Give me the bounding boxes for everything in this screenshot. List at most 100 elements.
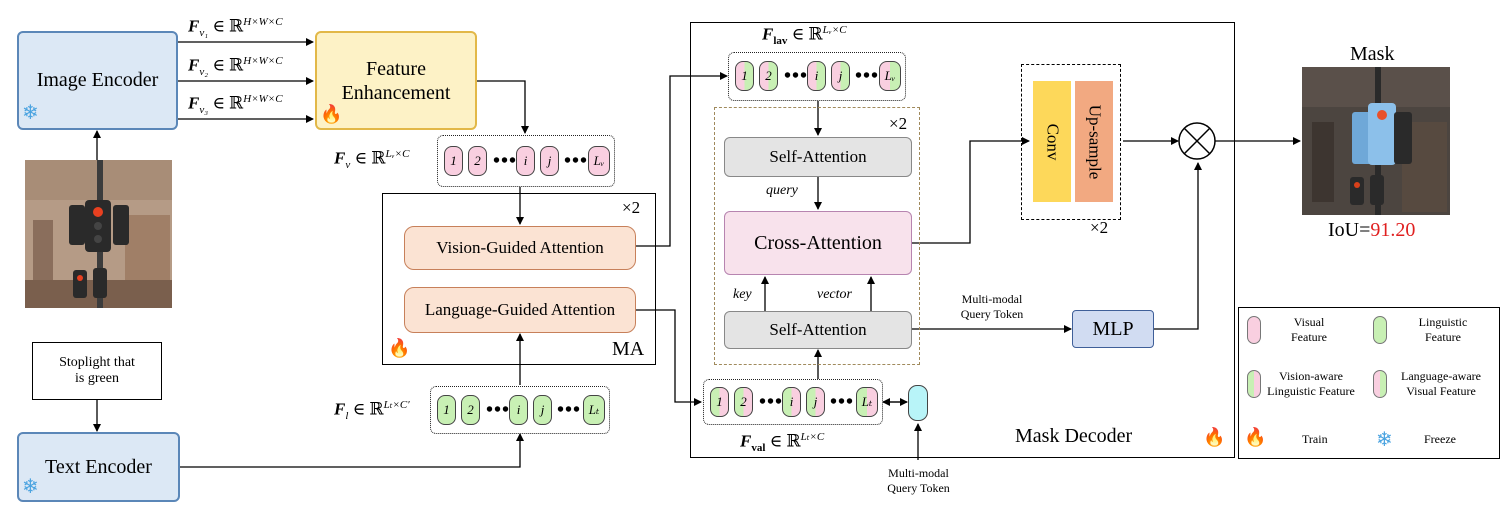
token: 1 [735, 61, 754, 91]
fv3-label: Fv₃ ∈ ℝH×W×C [188, 93, 283, 117]
vision-guided-label: Vision-Guided Attention [436, 238, 604, 257]
token: Lₜ [856, 387, 878, 417]
flav-label: Flav ∈ ℝLᵥ×C [762, 24, 847, 48]
token: j [540, 146, 559, 176]
token-ellipsis: ••• [855, 65, 880, 87]
text-encoder-label: Text Encoder [45, 455, 152, 478]
legend-freeze-label: Freeze [1424, 432, 1456, 446]
language-guided-label: Language-Guided Attention [424, 300, 616, 319]
image-encoder-label: Image Encoder [36, 69, 159, 91]
legend-vision-aware-swatch [1247, 370, 1261, 398]
text-prompt-line2: is green [75, 371, 119, 386]
token: j [806, 387, 825, 417]
feature-enhancement-block: Feature Enhancement [315, 31, 477, 130]
mm-query-top-label: Multi-modal Query Token [960, 292, 1024, 321]
fv-token-row: 1 2 ••• i j ••• Lᵥ [437, 135, 615, 187]
token: 1 [710, 387, 729, 417]
key-label: key [733, 287, 752, 302]
flame-icon: 🔥 [1203, 427, 1226, 447]
decoder-inner-repeat: ×2 [889, 114, 908, 133]
mm-query-bottom-label: Multi-modal Query Token [887, 466, 950, 495]
mask-photo-drawing [1302, 67, 1450, 215]
legend-vision-aware-label: Vision-aware Linguistic Feature [1267, 369, 1355, 398]
vector-label: vector [817, 287, 852, 302]
ma-module [382, 193, 656, 365]
token: Lᵥ [588, 146, 610, 176]
token-ellipsis: ••• [784, 65, 809, 87]
token: i [807, 61, 826, 91]
query-label: query [766, 183, 798, 198]
token: i [516, 146, 535, 176]
token-ellipsis: ••• [557, 399, 582, 421]
token: j [831, 61, 850, 91]
decoder-inner-region [714, 107, 920, 365]
legend-visual-label: Visual Feature [1291, 315, 1327, 344]
token: 1 [437, 395, 456, 425]
self-attention-top-label: Self-Attention [769, 147, 867, 166]
fl-label: Fl ∈ ℝLₜ×C′ [334, 399, 410, 423]
conv-upsample-region [1021, 64, 1121, 220]
conv-block: Conv [1033, 81, 1071, 202]
fv1-label: Fv₁ ∈ ℝH×W×C [188, 16, 283, 40]
flame-icon: 🔥 [388, 338, 411, 358]
text-prompt-line1: Stoplight that [59, 355, 135, 370]
mask-title: Mask [1350, 43, 1395, 65]
snowflake-icon: ❄ [22, 476, 39, 498]
legend-linguistic-swatch [1373, 316, 1387, 344]
snowflake-icon: ❄ [22, 102, 39, 124]
token: 2 [759, 61, 778, 91]
token-ellipsis: ••• [493, 150, 518, 172]
cross-attention-block: Cross-Attention [724, 211, 912, 275]
iou-label: IoU= [1328, 219, 1371, 241]
ma-label: MA [612, 338, 645, 360]
fval-label: Fval ∈ ℝLₜ×C [740, 431, 825, 455]
token: i [509, 395, 528, 425]
legend-train-label: Train [1302, 432, 1328, 446]
feature-enhancement-line2: Enhancement [341, 81, 451, 104]
stoplight-photo-drawing [25, 160, 172, 308]
mlp-label: MLP [1092, 317, 1134, 340]
token: 1 [444, 146, 463, 176]
token: 2 [734, 387, 753, 417]
mlp-block: MLP [1072, 310, 1154, 348]
legend [1238, 307, 1500, 459]
conv-repeat: ×2 [1090, 218, 1109, 237]
token: Lₜ [583, 395, 605, 425]
upsample-block: Up-sample [1075, 81, 1113, 202]
input-photo [25, 160, 172, 308]
conv-label: Conv [1043, 123, 1062, 160]
query-token [908, 385, 928, 421]
legend-linguistic-label: Linguistic Feature [1418, 315, 1468, 344]
snowflake-icon: ❄ [1376, 429, 1393, 451]
ma-repeat: ×2 [622, 198, 641, 217]
text-prompt-box: Stoplight that is green [32, 342, 162, 400]
cross-attention-label: Cross-Attention [754, 231, 882, 254]
flame-icon: 🔥 [320, 104, 343, 124]
legend-language-aware-swatch [1373, 370, 1387, 398]
flav-token-row: 1 2 ••• i j ••• Lᵥ [728, 52, 906, 101]
upsample-label: Up-sample [1085, 104, 1104, 179]
vision-guided-attention-block: Vision-Guided Attention [404, 226, 636, 270]
text-encoder-block: Text Encoder [17, 432, 180, 502]
token-ellipsis: ••• [759, 391, 784, 413]
token-ellipsis: ••• [564, 150, 589, 172]
self-attention-bottom-label: Self-Attention [769, 320, 867, 339]
fl-token-row: 1 2 ••• i j ••• Lₜ [430, 386, 610, 434]
fv-label: Fv ∈ ℝLᵥ×C [334, 148, 410, 172]
self-attention-bottom-block: Self-Attention [724, 311, 912, 349]
token: j [533, 395, 552, 425]
legend-language-aware-label: Language-aware Visual Feature [1401, 369, 1481, 398]
token-ellipsis: ••• [830, 391, 855, 413]
iou-readout: IoU=91.20 [1328, 219, 1415, 242]
iou-value: 91.20 [1370, 219, 1416, 241]
language-guided-attention-block: Language-Guided Attention [404, 287, 636, 333]
token: 2 [461, 395, 480, 425]
flame-icon: 🔥 [1244, 427, 1267, 447]
fval-token-row: 1 2 ••• i j ••• Lₜ [703, 379, 883, 425]
token-ellipsis: ••• [486, 399, 511, 421]
feature-enhancement-line1: Feature [366, 57, 426, 80]
legend-visual-swatch [1247, 316, 1261, 344]
mask-decoder-frame [690, 22, 1235, 458]
mask-decoder-label: Mask Decoder [1015, 425, 1133, 447]
self-attention-top-block: Self-Attention [724, 137, 912, 177]
